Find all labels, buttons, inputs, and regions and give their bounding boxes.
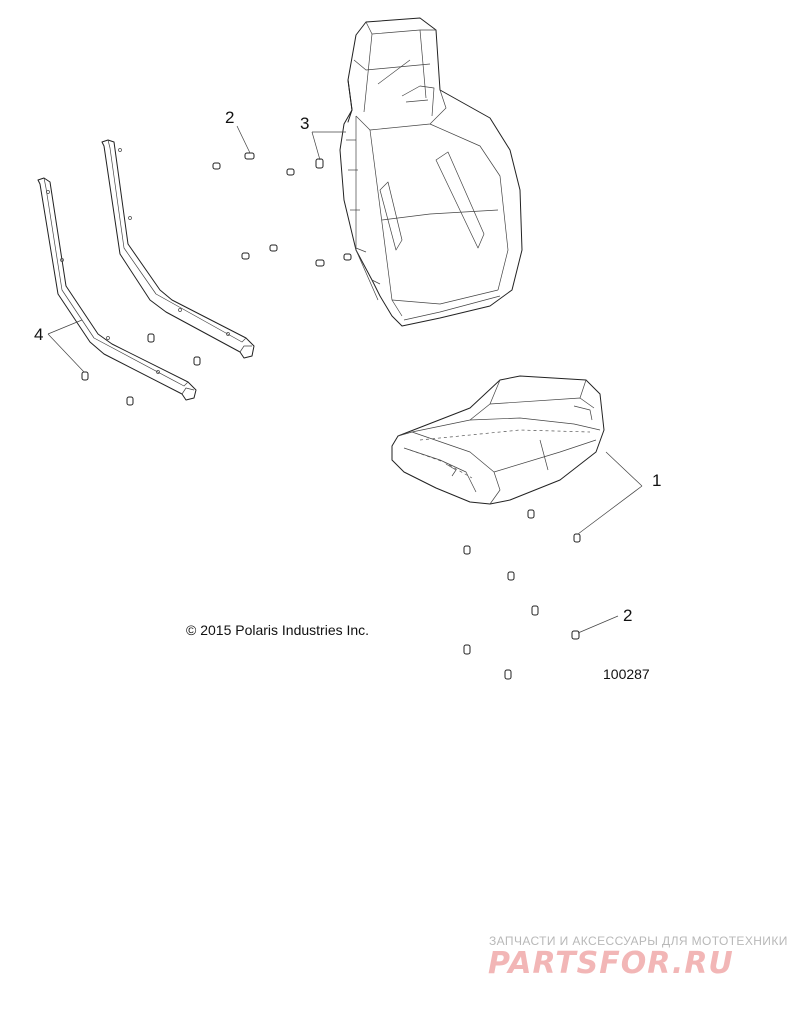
callout-2-upper: 2: [225, 108, 234, 127]
fastener-2: [504, 669, 512, 680]
copyright-notice: © 2015 Polaris Industries Inc.: [186, 622, 370, 638]
callout-4: 4: [34, 325, 43, 344]
watermark-tagline: ЗАПЧАСТИ И АКСЕССУАРЫ ДЛЯ МОТОТЕХНИКИ: [489, 934, 788, 948]
fastener-3: [286, 168, 295, 176]
fastener-3: [269, 244, 278, 252]
fastener-2: [244, 152, 255, 160]
frame-rail-front: [101, 139, 255, 359]
fastener-3: [241, 252, 250, 260]
fastener-group-frame: [81, 333, 201, 406]
callout-2-lower: 2: [623, 606, 632, 625]
fastener-3: [343, 253, 352, 261]
seat-backrest: [339, 17, 523, 327]
fastener-3: [315, 259, 325, 267]
fastener-3: [315, 158, 324, 169]
fastener-3: [212, 162, 221, 170]
seat-cushion: [391, 375, 605, 505]
fastener-2: [531, 605, 539, 616]
fastener-1: [527, 509, 535, 519]
fastener-4: [126, 396, 134, 406]
callout-3: 3: [300, 114, 309, 133]
fastener-1: [463, 545, 471, 555]
callout-1: 1: [652, 471, 661, 490]
fastener-4: [147, 333, 155, 343]
fastener-4: [193, 356, 201, 366]
fastener-2: [571, 630, 580, 640]
fastener-group-upper: [212, 152, 352, 267]
fastener-1: [573, 533, 581, 543]
leader-lines: [47, 125, 643, 634]
fastener-2: [463, 644, 471, 655]
fastener-1: [507, 571, 515, 581]
fastener-4: [81, 371, 89, 381]
fastener-group-lower: [463, 509, 581, 680]
frame-rail-rear: [37, 177, 197, 401]
watermark-logo: PARTSFOR.RU: [488, 946, 734, 981]
diagram-reference-number: 100287: [603, 666, 650, 682]
